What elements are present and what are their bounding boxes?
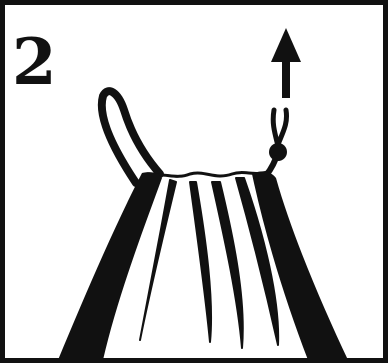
step-number: 2	[12, 25, 57, 100]
